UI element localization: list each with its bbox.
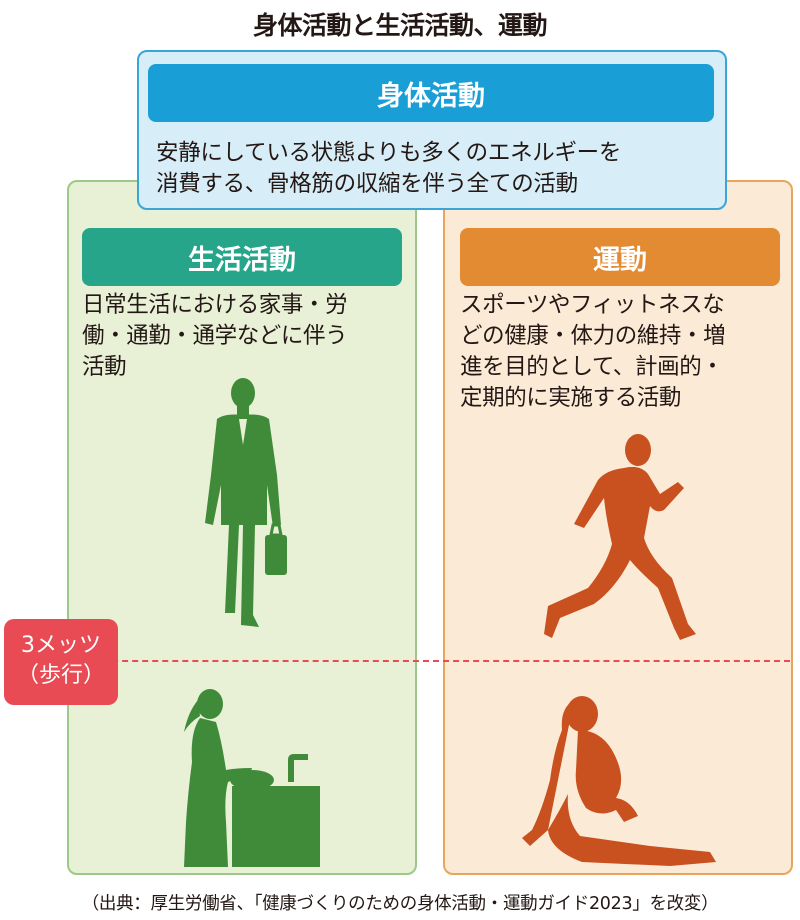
- life-activity-header: 生活活動: [82, 228, 402, 286]
- physical-activity-description-line: 安静にしている状態よりも多くのエネルギーを: [156, 140, 622, 166]
- three-mets-label-line: 3メッツ: [21, 633, 101, 658]
- exercise-description-line: 進を目的として、計画的・: [460, 354, 724, 380]
- exercise-header: 運動: [460, 228, 780, 286]
- exercise-description-line: 定期的に実施する活動: [460, 385, 682, 411]
- life-activity-description-line: 日常生活における家事・労: [82, 292, 348, 318]
- three-mets-label-line: （歩行）: [16, 663, 105, 688]
- physical-activity-header: 身体活動: [148, 64, 714, 122]
- physical-activity-description-line: 消費する、骨格筋の収縮を伴う全ての活動: [156, 171, 578, 197]
- housework-icon: [184, 689, 320, 867]
- life-activity-description-line: 活動: [82, 354, 127, 380]
- runner-icon: [544, 434, 696, 640]
- diagram-title: 身体活動と生活活動、運動: [252, 11, 548, 40]
- exercise-description-line: どの健康・体力の維持・増: [460, 323, 726, 349]
- exercise-description-line: スポーツやフィットネスな: [460, 292, 725, 318]
- life-activity-panel: [67, 180, 417, 875]
- life-activity-description-line: 働・通勤・通学などに伴う: [82, 323, 348, 349]
- exercise-description: スポーツやフィットネスな どの健康・体力の維持・増 進を目的として、計画的・ 定…: [460, 290, 788, 414]
- stretching-icon: [522, 696, 716, 866]
- life-activity-description: 日常生活における家事・労 働・通勤・通学などに伴う 活動: [82, 290, 412, 383]
- physical-activity-description: 安静にしている状態よりも多くのエネルギーを 消費する、骨格筋の収縮を伴う全ての活…: [156, 138, 716, 200]
- source-note: （出典：厚生労働省、「健康づくりのための身体活動・運動ガイド2023」を改変）: [81, 894, 719, 914]
- three-mets-label: 3メッツ （歩行）: [4, 619, 118, 705]
- businessman-icon: [205, 378, 287, 627]
- three-mets-threshold-line: [72, 660, 790, 662]
